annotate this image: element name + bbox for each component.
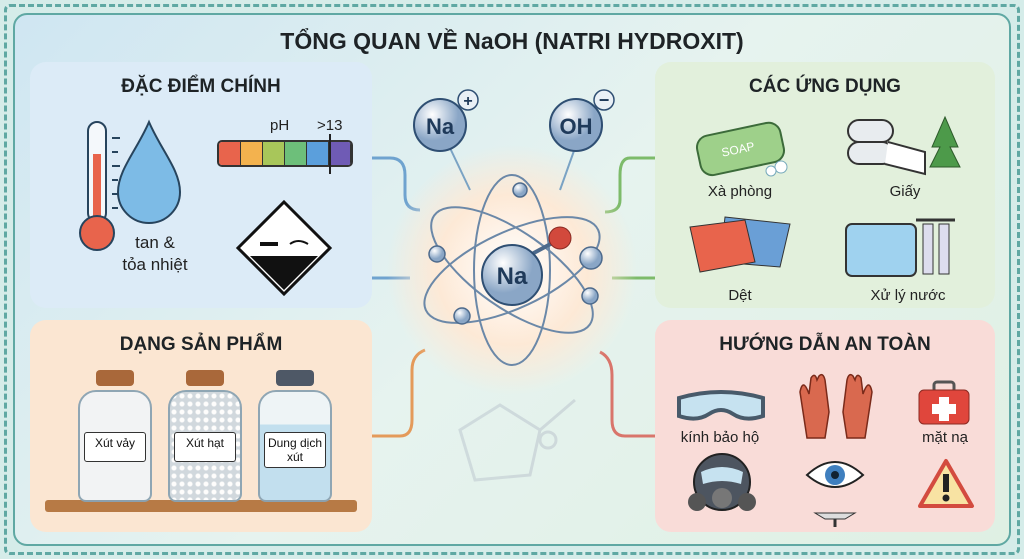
oh-ion	[549, 98, 603, 152]
na-ion-label: Na	[426, 114, 455, 139]
page-title: TỔNG QUAN VỀ NaOH (NATRI HYDROXIT)	[280, 28, 744, 54]
faint-molecule-structure	[458, 398, 576, 482]
na-ion	[413, 98, 467, 152]
decorative-border	[4, 4, 1020, 555]
dissolve-label-line2: tỏa nhiệt	[122, 255, 188, 275]
oxygen-atom	[548, 226, 572, 250]
app-label-textile: Dệt	[728, 287, 752, 304]
features-panel: ĐẶC ĐIỂM CHÍNH tan & tỏa nhiệt pH >13	[30, 62, 372, 308]
goggles-icon	[677, 390, 765, 421]
corrosive-hazard-icon	[235, 199, 333, 297]
orbits	[423, 174, 601, 366]
wooden-shelf	[45, 500, 357, 512]
product-jar: Xút hạt	[168, 370, 242, 502]
product-jar: Xút vảy	[78, 370, 152, 502]
thermometer-icon	[79, 121, 120, 251]
ph-segment	[263, 142, 285, 165]
app-label-water-treatment: Xử lý nước	[870, 287, 946, 304]
ph-label: pH	[270, 117, 290, 134]
applications-heading: CÁC ỨNG DỤNG	[749, 76, 901, 97]
ph-segment	[329, 142, 351, 165]
jar-label: Xút vảy	[94, 436, 136, 450]
products-heading: DẠNG SẢN PHẨM	[119, 334, 283, 355]
ph-value: >13	[317, 117, 343, 134]
svg-text:SOAP: SOAP	[720, 139, 756, 160]
dissolve-label-line1: tan &	[135, 233, 175, 252]
safety-label-goggles: kính bảo hộ	[680, 429, 760, 446]
water-drop-icon	[116, 119, 182, 224]
ph-segment	[307, 142, 329, 165]
electrons	[428, 182, 603, 325]
jar-label: Xút hạt	[185, 436, 225, 450]
jar-label: Dung dịch	[267, 436, 323, 450]
paper-roll-icon	[847, 115, 961, 176]
sodium-core	[481, 244, 543, 306]
ph-segment	[241, 142, 263, 165]
first-aid-kit-icon	[918, 380, 970, 425]
applications-panel: CÁC ỨNG DỤNG SOAP Xà phòng Giấy Dệt Xử l…	[655, 62, 995, 308]
safety-heading: HƯỚNG DẪN AN TOÀN	[719, 334, 931, 355]
water-treatment-icon	[845, 218, 955, 277]
svg-text:−: −	[599, 90, 610, 110]
ph-segment	[285, 142, 307, 165]
plus-icon	[457, 89, 479, 111]
oh-ion-label: OH	[560, 114, 593, 139]
app-label-soap: Xà phòng	[707, 183, 773, 200]
jar-label: xút	[286, 450, 303, 464]
safety-label-mask: mặt nạ	[922, 429, 968, 446]
ph-segment	[219, 142, 241, 165]
minus-icon	[593, 89, 615, 111]
features-heading: ĐẶC ĐIỂM CHÍNH	[121, 76, 281, 97]
core-label: Na	[497, 263, 528, 290]
gloves-icon	[799, 373, 873, 439]
safety-panel: HƯỚNG DẪN AN TOÀN kính bảo hộ mặt nạ	[655, 320, 995, 532]
svg-text:+: +	[463, 93, 472, 110]
app-label-paper: Giấy	[889, 183, 921, 200]
warning-icon	[918, 459, 974, 508]
eyewash-icon	[805, 461, 865, 527]
soap-icon: SOAP	[695, 121, 788, 177]
ph-scale-bar	[217, 140, 353, 167]
textile-icon	[689, 216, 791, 273]
gas-mask-icon	[688, 453, 756, 511]
